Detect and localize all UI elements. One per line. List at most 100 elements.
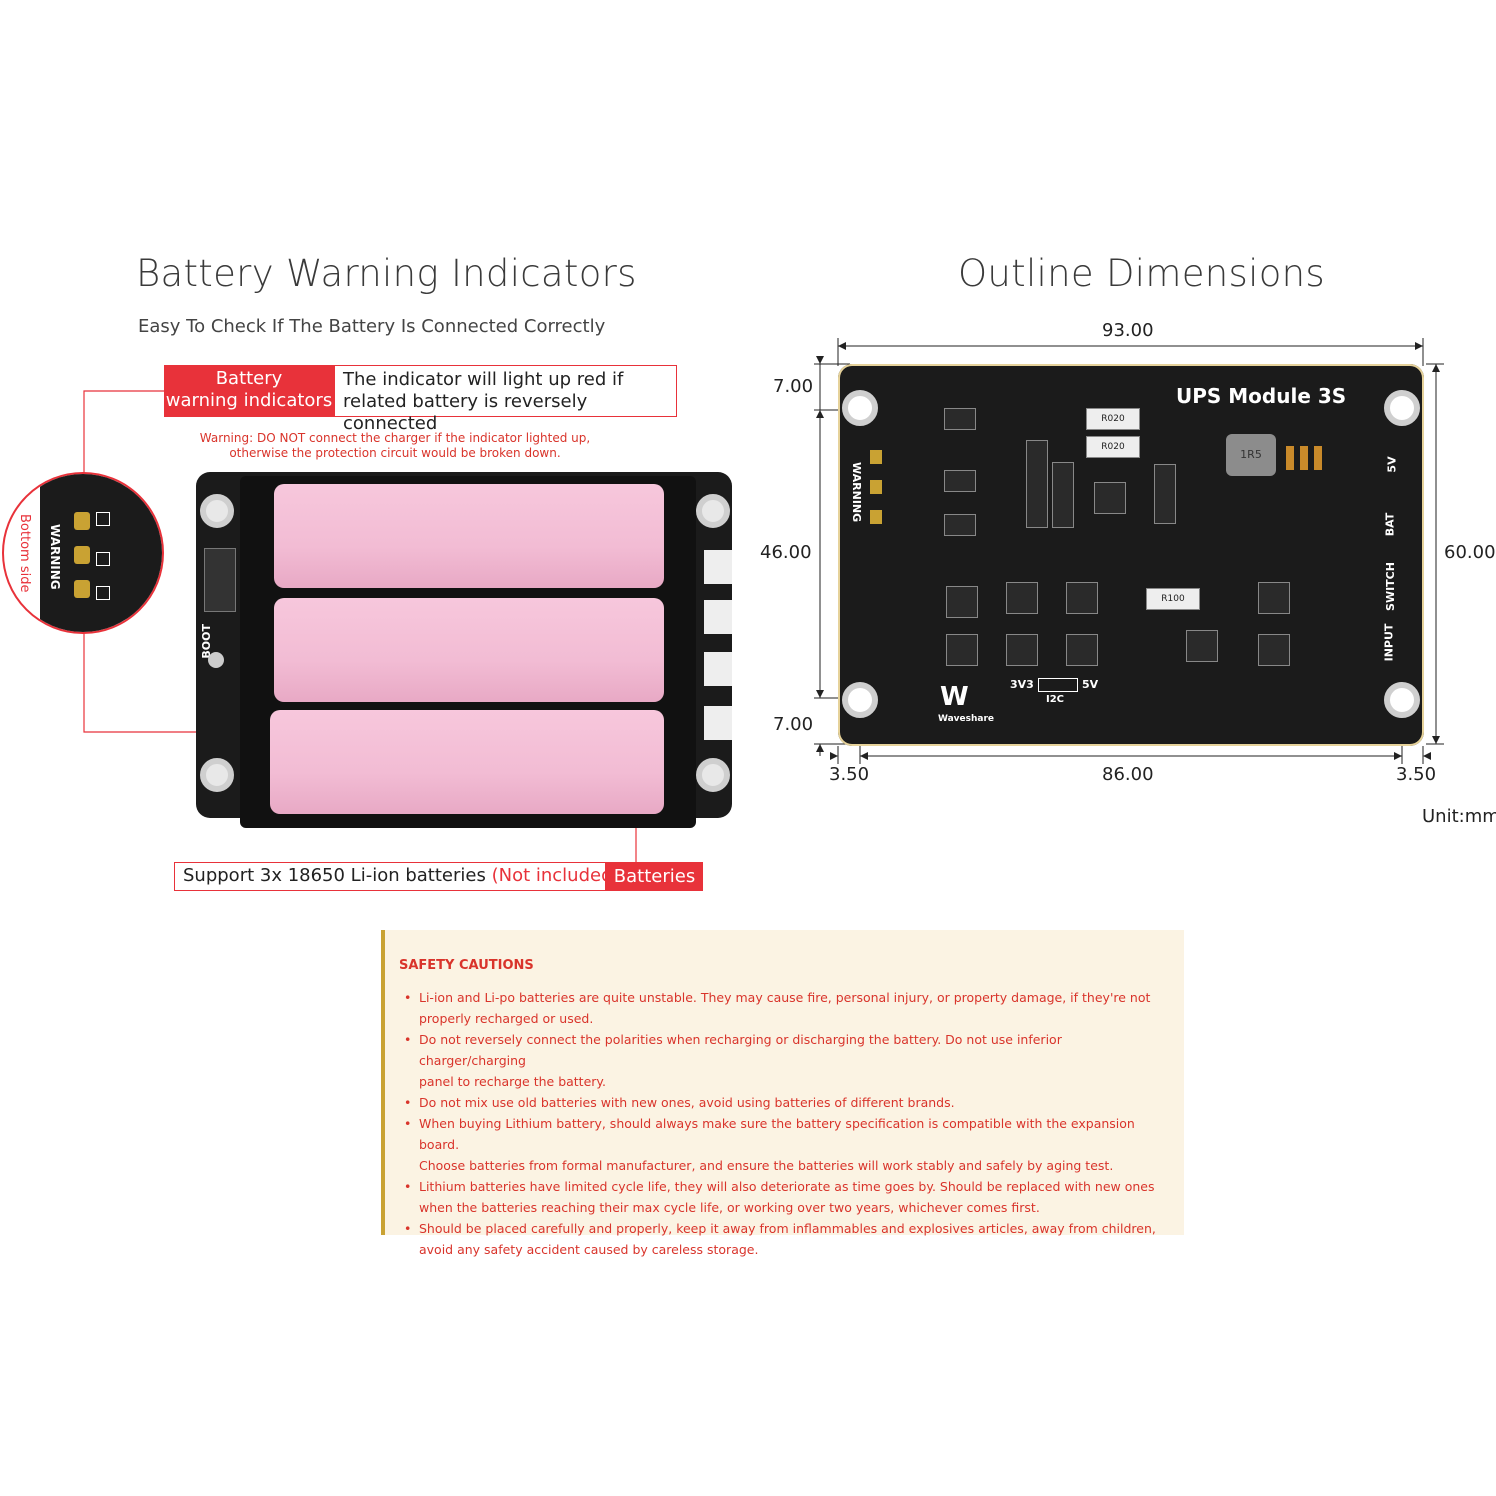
dim-top-offset: 7.00 <box>773 376 814 397</box>
safety-item: When buying Lithium battery, should alwa… <box>399 1113 1166 1176</box>
board-title: UPS Module 3S <box>1176 384 1347 408</box>
indicator-label-line1: Battery <box>215 368 283 389</box>
safety-item: Li-ion and Li-po batteries are quite uns… <box>399 987 1166 1029</box>
zoom-led-1 <box>74 512 90 530</box>
safety-item-5-line1: Lithium batteries have limited cycle lif… <box>419 1179 1155 1194</box>
safety-item: Do not reversely connect the polarities … <box>399 1029 1166 1092</box>
battery-warning-subtitle: Easy To Check If The Battery Is Connecte… <box>138 316 606 337</box>
indicator-label-line2: warning indicators <box>165 390 333 411</box>
ic-4 <box>946 634 978 666</box>
ic-5 <box>1006 634 1038 666</box>
pcb-hole-tr <box>1384 390 1420 426</box>
safety-item: Do not mix use old batteries with new on… <box>399 1092 1166 1113</box>
pcb-led-2 <box>870 480 882 494</box>
safety-item: Should be placed carefully and properly,… <box>399 1218 1166 1260</box>
silk-5v: 5V <box>1385 456 1399 473</box>
indicator-desc-line1: The indicator will light up red if <box>343 369 624 390</box>
dim-total-height: 60.00 <box>1444 542 1496 563</box>
connector-4 <box>704 706 732 740</box>
warning-line1: Warning: DO NOT connect the charger if t… <box>199 431 591 445</box>
dimension-lines <box>814 338 1444 764</box>
zoom-pad-3 <box>96 586 110 600</box>
dim-mid-height: 46.00 <box>760 542 812 563</box>
waveshare-logo-mark: W <box>940 682 969 712</box>
mount-hole-bl <box>200 758 234 792</box>
ic-6 <box>1066 634 1098 666</box>
warning-note: Warning: DO NOT connect the charger if t… <box>170 431 620 461</box>
mount-hole-tl <box>200 494 234 528</box>
ic-main <box>1094 482 1126 514</box>
dim-right-offset: 3.50 <box>1396 764 1437 785</box>
connector-3 <box>704 652 732 686</box>
safety-item: Lithium batteries have limited cycle lif… <box>399 1176 1166 1218</box>
warning-line2: otherwise the protection circuit would b… <box>229 446 561 460</box>
battery-cell-3 <box>270 710 664 814</box>
ups-module-board: UPS Module 3S WARNING 5V BAT SWITCH INPU… <box>838 364 1424 746</box>
pcb-led-1 <box>870 450 882 464</box>
ic-2 <box>1006 582 1038 614</box>
indicator-desc-line2: related battery is reversely connected <box>343 391 588 434</box>
safety-cautions-panel: SAFETY CAUTIONS Li-ion and Li-po batteri… <box>381 930 1184 1257</box>
boot-button <box>208 652 224 668</box>
safety-item-4-line1: When buying Lithium battery, should alwa… <box>419 1116 1135 1152</box>
safety-item-6-line1: Should be placed carefully and properly,… <box>419 1221 1156 1236</box>
resistor-array-1 <box>1026 440 1048 528</box>
safety-item-4-line2: Choose batteries from formal manufacture… <box>419 1158 1114 1173</box>
zoom-pad-2 <box>96 552 110 566</box>
silk-bat: BAT <box>1383 512 1397 537</box>
resistor-array-3 <box>1154 464 1176 524</box>
battery-cell-1 <box>274 484 664 588</box>
header-pins <box>204 548 236 612</box>
support-text: Support 3x 18650 Li-ion batteries <box>183 865 486 886</box>
zoom-side-label: Bottom side <box>17 514 32 593</box>
res-r020-a: R020 <box>1086 408 1140 430</box>
ic-9 <box>1258 634 1290 666</box>
safety-title: SAFETY CAUTIONS <box>399 958 534 973</box>
cap-1 <box>1286 446 1294 470</box>
connector-2 <box>704 600 732 634</box>
transistor-3 <box>944 514 976 536</box>
battery-cell-2 <box>274 598 664 702</box>
silk-switch: SWITCH <box>1383 562 1397 611</box>
battery-warning-title: Battery Warning Indicators <box>136 252 637 295</box>
zoom-bottom-side: Bottom side WARNING <box>2 472 164 634</box>
dim-top-width: 93.00 <box>1102 320 1154 341</box>
silk-input: INPUT <box>1382 623 1396 662</box>
transistor-2 <box>944 470 976 492</box>
safety-item-2-line1: Do not reversely connect the polarities … <box>419 1032 1062 1068</box>
silk-i2c: I2C <box>1046 694 1065 705</box>
not-included-text: (Not included) <box>491 865 620 886</box>
safety-item-2-line2: panel to recharge the battery. <box>419 1074 607 1089</box>
ic-8 <box>1258 582 1290 614</box>
zoom-warning-label: WARNING <box>48 524 62 590</box>
battery-board: BOOT <box>196 472 732 828</box>
cap-2 <box>1300 446 1308 470</box>
pcb-hole-br <box>1384 682 1420 718</box>
safety-item-5-line2: when the batteries reaching their max cy… <box>419 1200 1040 1215</box>
safety-item-6-line2: avoid any safety accident caused by care… <box>419 1242 759 1257</box>
zoom-pad-1 <box>96 512 110 526</box>
i2c-jumper <box>1038 678 1078 692</box>
outline-dimensions-title: Outline Dimensions <box>958 252 1325 295</box>
support-label: Support 3x 18650 Li-ion batteries (Not i… <box>174 862 620 891</box>
dim-bottom-offset: 7.00 <box>773 714 814 735</box>
safety-item-3-line1: Do not mix use old batteries with new on… <box>419 1095 955 1110</box>
zoom-led-3 <box>74 580 90 598</box>
unit-label: Unit:mm <box>1422 806 1496 827</box>
dim-left-offset: 3.50 <box>829 764 870 785</box>
resistor-array-2 <box>1052 462 1074 528</box>
pcb-led-3 <box>870 510 882 524</box>
safety-item-1-line2: properly recharged or used. <box>419 1011 594 1026</box>
safety-item-1-line1: Li-ion and Li-po batteries are quite uns… <box>419 990 1151 1005</box>
res-r100: R100 <box>1146 588 1200 610</box>
silk-3v3: 3V3 <box>1010 678 1034 691</box>
indicator-label: Battery warning indicators <box>164 365 334 417</box>
dim-hole-span: 86.00 <box>1102 764 1154 785</box>
inductor-1r5: 1R5 <box>1226 434 1276 476</box>
safety-list: Li-ion and Li-po batteries are quite uns… <box>399 987 1166 1260</box>
transistor-1 <box>944 408 976 430</box>
ic-7 <box>1186 630 1218 662</box>
batteries-label: Batteries <box>606 862 703 891</box>
pcb-hole-tl <box>842 390 878 426</box>
connector-1 <box>704 550 732 584</box>
